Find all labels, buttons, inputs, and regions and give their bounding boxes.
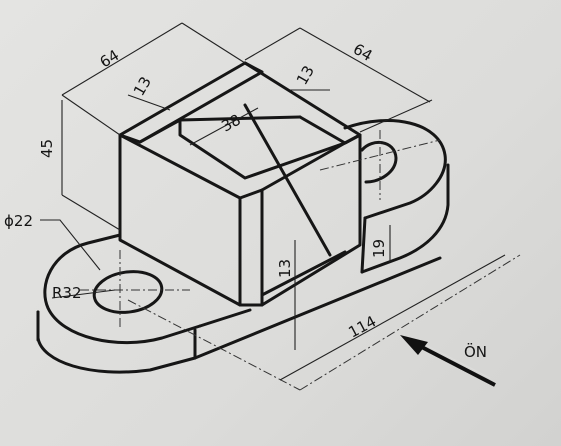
dim-label-13-right: 13 — [293, 62, 318, 88]
base-back-lower-edge — [360, 163, 450, 274]
dim-label-phi22: ϕ22 — [4, 212, 33, 230]
rib-diagonal — [243, 103, 332, 257]
base-bottom-front-edge — [193, 256, 442, 360]
leader-phi22 — [40, 219, 101, 271]
ext-64-right-b — [359, 99, 433, 133]
dim-label-64-left: 64 — [97, 46, 123, 71]
view-arrow-head — [400, 335, 428, 355]
dim-line-64-right — [299, 27, 431, 103]
ext-64-left-b — [181, 22, 246, 64]
base-front-end — [43, 233, 202, 345]
rib-bottom — [260, 250, 347, 297]
base-back-end — [343, 119, 447, 220]
extension-bottom-left — [127, 299, 301, 391]
dim-label-64-right: 64 — [350, 40, 376, 65]
dim-line-64-left — [61, 22, 183, 96]
back-hole — [360, 141, 398, 184]
right-wall-front — [238, 188, 264, 307]
slot-inner-edge — [178, 118, 347, 180]
ext-64-right-a — [244, 27, 301, 61]
dim-label-114: 114 — [345, 312, 379, 341]
extension-bottom — [299, 254, 521, 391]
right-upright-side — [260, 133, 362, 307]
leader-r32 — [51, 289, 116, 299]
base-front-lower-edge — [36, 310, 197, 374]
ext-45 — [61, 194, 121, 231]
ext-64-left-a — [61, 94, 121, 136]
view-arrow-highlight — [419, 341, 491, 379]
base-top-front-edge — [198, 308, 252, 328]
dim-label-13-left: 13 — [130, 73, 155, 99]
left-upright-front-face — [118, 133, 242, 307]
dim-label-13-rib: 13 — [276, 259, 294, 278]
dim-line-13-left — [127, 94, 171, 111]
front-hole — [92, 270, 164, 314]
view-arrow-shaft — [411, 340, 496, 387]
view-direction-label: ÖN — [464, 342, 487, 361]
dim-line-114 — [279, 254, 506, 381]
dim-label-38: 38 — [218, 111, 243, 136]
base-right-vertical — [360, 216, 367, 274]
dim-label-19: 19 — [370, 239, 388, 258]
dim-label-45: 45 — [38, 139, 56, 158]
center-line-h2 — [319, 139, 441, 171]
dim-line-38 — [189, 107, 259, 146]
dim-label-r32: R32 — [52, 284, 82, 302]
